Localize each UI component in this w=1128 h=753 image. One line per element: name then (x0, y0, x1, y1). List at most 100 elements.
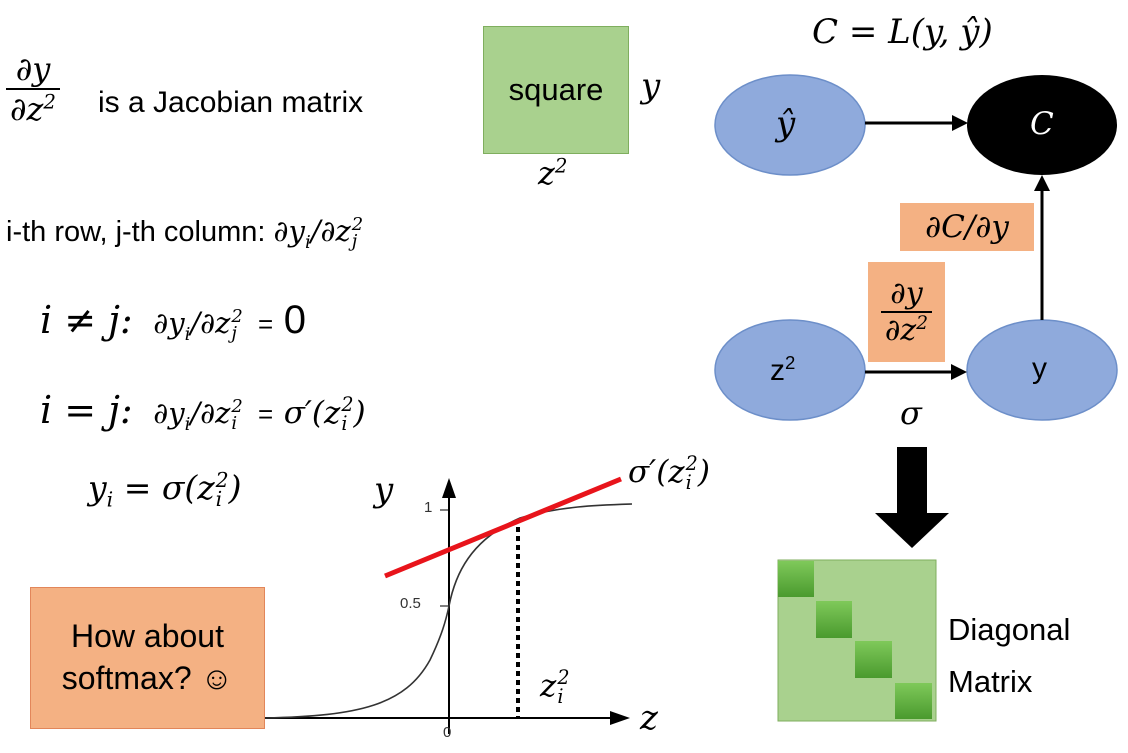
case-eq-rhs-sub: i (341, 411, 348, 435)
case-neq-lhs-a-sub: i (184, 323, 191, 345)
tick-one-label: 1 (424, 499, 433, 516)
edge-dc-dy-label: ∂C/∂y (900, 203, 1034, 251)
row-col-expr-b-sub: j (351, 231, 358, 252)
diagonal-label-line1: Diagonal (948, 612, 1071, 647)
node-z2-shape (714, 319, 866, 421)
square-box-input-label: z2 (538, 154, 567, 192)
node-z2-base: z (770, 354, 785, 387)
yi-def-close: ) (228, 468, 242, 507)
case-eq-rhs-open: σ′(z (283, 395, 341, 431)
case-eq-lhs-b-sup: 2 (231, 395, 243, 417)
plot-y-axis-label: y (374, 470, 394, 510)
square-box: square (483, 26, 629, 154)
case-eq-rhs-sup: 2 (341, 393, 354, 417)
node-c-label: C (1030, 106, 1054, 142)
edge-dy-num: ∂y (890, 276, 923, 311)
softmax-box-line2: softmax? ☺ (61, 660, 234, 696)
yi-def-sub: i (215, 487, 223, 511)
y-axis-arrow (442, 478, 456, 498)
x-axis-arrow (610, 711, 630, 725)
sigma-label: σ (900, 394, 922, 432)
node-z2-label: z2 (770, 352, 795, 388)
tangent-label-close: ) (697, 454, 710, 490)
jacobian-frac-den: ∂z (10, 90, 44, 128)
case-eq-cond: i = j: (40, 388, 133, 432)
case-neq-cond: i ≠ j: (40, 298, 133, 342)
square-box-input-base: z (538, 154, 555, 192)
big-arrow-shaft (897, 447, 927, 515)
softmax-box: How about softmax? ☺ (30, 587, 265, 729)
case-neq-lhs-b-sub: j (231, 323, 237, 344)
case-eq-lhs-a-sub: i (184, 413, 191, 435)
sigmoid-curve (264, 503, 633, 719)
case-neq-lhs-b-sup: 2 (231, 305, 243, 327)
edge-y-c-arrow (1034, 175, 1050, 191)
jacobian-frac-num: ∂y (15, 50, 51, 88)
edge-dy-den-sup: 2 (916, 313, 929, 334)
row-col-text: i-th row, j-th column: (6, 216, 266, 248)
case-eq-eq: = (258, 399, 274, 429)
tangent-label-open: σ′(z (628, 454, 685, 490)
jacobian-text: is a Jacobian matrix (98, 86, 364, 119)
row-col-expr-a: ∂y (273, 214, 305, 248)
edge-yhat-c-arrow (952, 115, 968, 131)
tick-zero-label: 0 (443, 724, 452, 741)
node-yhat-shape (714, 74, 866, 176)
case-neq-eq: = (258, 309, 274, 339)
row-col-expr-b-sup: 2 (351, 213, 364, 235)
yi-def-lhs-sub: i (106, 487, 114, 512)
marker-label-base: z (540, 668, 557, 704)
edge-z2-y-arrow (951, 364, 967, 380)
node-yhat-label: ŷ (776, 104, 796, 144)
node-y-label: y (1032, 352, 1047, 385)
jacobian-fraction: ∂y ∂z2 (6, 50, 61, 128)
row-col-expr-b: /∂z (310, 214, 351, 248)
marker-label-sup: 2 (557, 666, 570, 690)
jacobian-frac-den-exp: 2 (43, 90, 57, 114)
yi-def-sup: 2 (215, 467, 229, 492)
edge-dy-den: ∂z (884, 313, 917, 348)
cost-formula: C = L(y, ŷ) (812, 12, 993, 52)
node-c-shape (967, 75, 1117, 175)
softmax-box-line1: How about (71, 618, 224, 655)
tangent-label-sub: i (685, 470, 692, 494)
tangent-label-sup: 2 (685, 452, 698, 476)
diagonal-block-3 (855, 641, 892, 678)
case-neq-lhs-b: /∂z (190, 306, 231, 340)
diagonal-label-line2: Matrix (948, 664, 1033, 699)
diagonal-block-4 (895, 683, 932, 719)
plot-x-axis-label: z (640, 698, 658, 738)
yi-def-lhs: y (88, 468, 107, 507)
diagonal-block-2 (816, 601, 852, 638)
case-eq-lhs-a: ∂y (153, 396, 185, 430)
yi-def-eq-sigma: = σ(z (123, 468, 215, 507)
case-eq-rhs-close: ) (353, 395, 366, 431)
edge-dy-dz2-label: ∂y ∂z2 (868, 262, 945, 362)
case-neq-lhs-a: ∂y (153, 306, 185, 340)
big-arrow-head (875, 513, 949, 548)
diagonal-block-1 (778, 561, 814, 597)
row-col-expr-a-sub: i (304, 231, 311, 253)
case-eq-lhs-b: /∂z (190, 396, 231, 430)
tangent-line (384, 476, 622, 579)
tick-half-label: 0.5 (400, 595, 421, 612)
square-box-output-label: y (641, 66, 661, 106)
marker-label-sub: i (557, 684, 564, 708)
square-box-label: square (508, 72, 604, 107)
square-box-input-exp: 2 (554, 154, 568, 178)
case-neq-value: 0 (283, 298, 306, 342)
node-z2-sup: 2 (785, 352, 796, 373)
